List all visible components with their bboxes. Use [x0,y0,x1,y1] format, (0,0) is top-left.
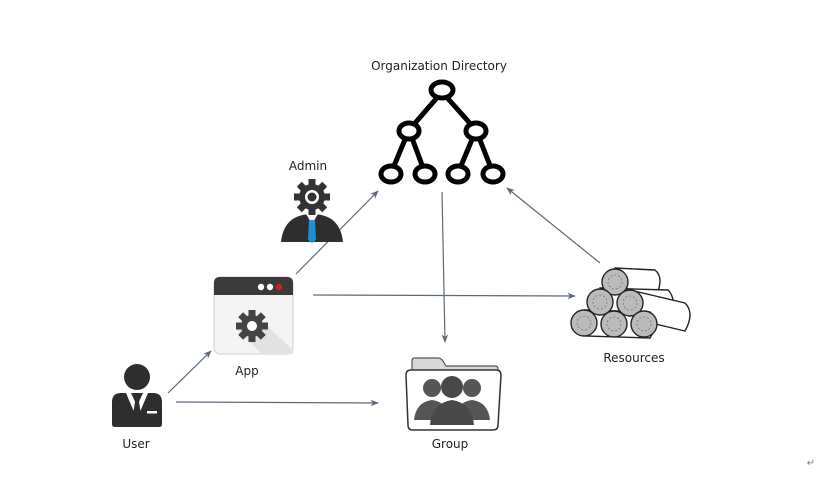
edge-user-to-group [175,399,379,407]
org-directory-label: Organization Directory [371,59,507,73]
user-label: User [122,437,150,451]
app-icon [213,276,294,355]
admin-icon [281,179,343,243]
app-label: App [235,364,259,378]
edge-user-to-app [167,350,212,394]
org-tree-icon [378,79,506,185]
admin-label: Admin [288,159,328,173]
resources-label: Resources [603,351,665,365]
edge-resources-to-org-directory [506,187,601,264]
user-icon [112,364,162,427]
return-mark: ↵ [806,458,816,469]
edge-org-directory-to-group [441,191,449,343]
group-folder-icon [405,357,502,431]
resources-logs-icon [570,267,691,339]
group-label: Group [431,437,469,451]
